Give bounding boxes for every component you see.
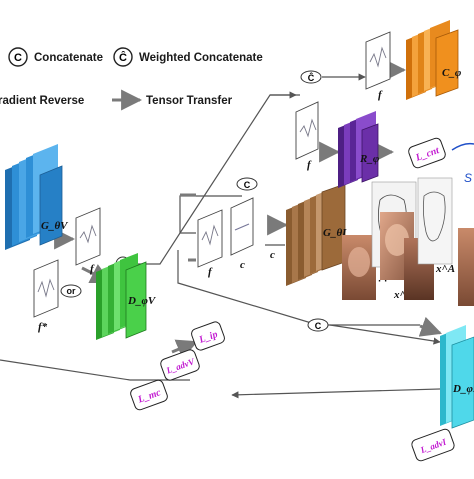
regressor-block: R_φ bbox=[338, 111, 380, 188]
feature-cards bbox=[33, 31, 391, 318]
svg-text:Ĉ: Ĉ bbox=[308, 72, 315, 83]
loss-adv-i-box bbox=[411, 428, 455, 462]
weighted-concatenate-icon bbox=[113, 47, 133, 67]
svg-text:C: C bbox=[315, 321, 322, 331]
loss-adv-v-box bbox=[160, 349, 200, 381]
image-dots: · · · bbox=[372, 276, 388, 287]
feature-f-top-mid: f bbox=[307, 159, 312, 171]
feature-f-mid: f bbox=[208, 266, 213, 278]
encoder-block: G_θV bbox=[5, 144, 69, 250]
loss-ip-box bbox=[191, 321, 225, 351]
generator-block: G_θI bbox=[286, 183, 347, 286]
weighted-concatenate-node-top-icon bbox=[300, 70, 322, 84]
discriminator-i-label: D_φI bbox=[452, 383, 474, 395]
concatenate-symbol: C bbox=[14, 52, 22, 64]
loss-boxes bbox=[130, 137, 455, 462]
legend: C Concatenate Ĉ Weighted Concatenate rad… bbox=[0, 47, 263, 111]
sketch-image-2 bbox=[417, 177, 453, 265]
discriminator-v-label: D_φV bbox=[127, 295, 157, 307]
weighted-concatenate-label: Weighted Concatenate bbox=[139, 52, 263, 64]
gradient-reverse-label: radient Reverse bbox=[0, 95, 84, 107]
loss-cnt-box bbox=[408, 137, 446, 169]
concatenate-label: Concatenate bbox=[34, 52, 103, 64]
x-a-label: x^A bbox=[435, 263, 455, 275]
weighted-concatenate-symbol: Ĉ bbox=[119, 51, 127, 64]
generator-label: G_θI bbox=[323, 227, 347, 239]
encoder-label: G_θV bbox=[41, 220, 69, 232]
tensor-transfer-label: Tensor Transfer bbox=[146, 95, 233, 107]
concatenate-node-bottom-icon bbox=[307, 318, 329, 332]
feature-c-gen: c bbox=[270, 249, 275, 261]
or-node bbox=[60, 284, 82, 298]
concatenate-icon bbox=[8, 47, 28, 67]
classifier-label: C_φ bbox=[442, 67, 462, 79]
or-label: or bbox=[67, 286, 76, 296]
feature-f-top: f bbox=[378, 89, 383, 101]
discriminator-i-block: D_φI bbox=[440, 325, 474, 429]
discriminator-v-block: D_φV bbox=[96, 253, 157, 340]
loss-mc-box bbox=[130, 379, 168, 411]
blue-partial-symbol: S bbox=[464, 171, 472, 185]
face-image-4 bbox=[458, 228, 474, 306]
feature-f-encoder: f bbox=[90, 263, 95, 275]
classifier-block: C_φ bbox=[406, 20, 462, 100]
svg-text:C: C bbox=[244, 180, 251, 190]
blue-partial-arrow bbox=[451, 142, 474, 151]
feature-f-star: f* bbox=[38, 321, 48, 333]
generated-images bbox=[342, 177, 474, 306]
regressor-label: R_φ bbox=[359, 153, 380, 165]
concatenate-node-mid-icon bbox=[236, 177, 258, 191]
feature-c-mid: c bbox=[240, 259, 245, 271]
